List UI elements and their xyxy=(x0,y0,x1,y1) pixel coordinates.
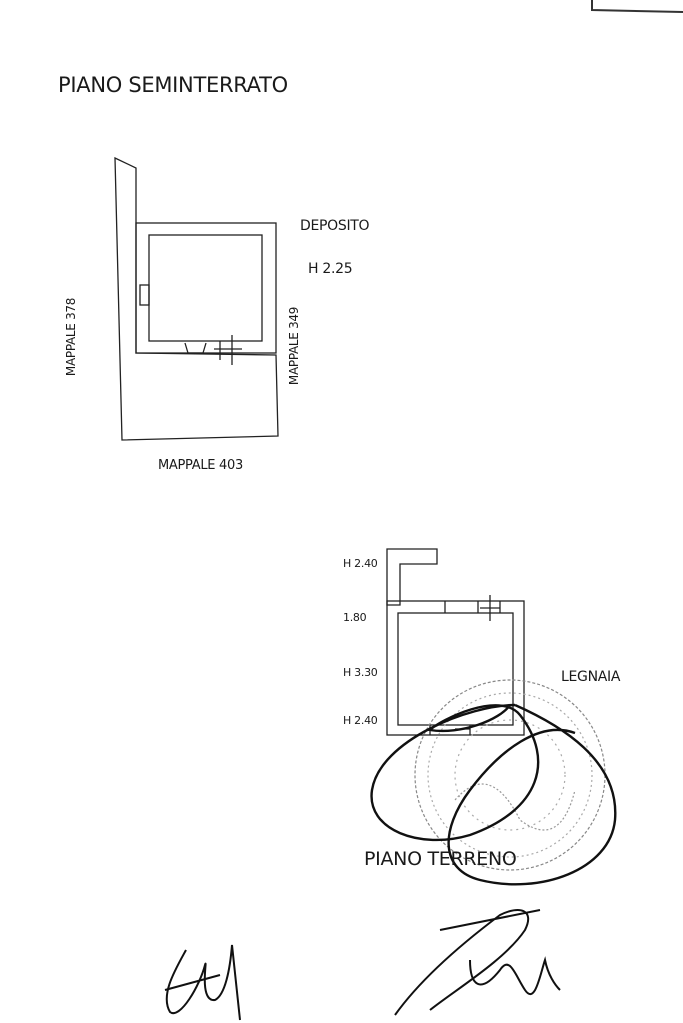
ground-inner-wall xyxy=(397,612,514,726)
parcel-label-bottom: MAPPALE 403 xyxy=(158,458,243,473)
basement-window xyxy=(139,284,150,306)
parcel-label-right: MAPPALE 349 xyxy=(287,306,302,386)
ground-height-4: H 2.40 xyxy=(343,714,378,727)
corner-frame-fragment xyxy=(591,0,683,13)
basement-door xyxy=(184,342,207,354)
handwritten-signatures xyxy=(164,909,561,1021)
room-label-deposito: DEPOSITO xyxy=(300,218,370,234)
ground-outer-wall xyxy=(386,600,525,736)
signature-right xyxy=(394,909,561,1016)
ground-top-openings xyxy=(444,595,501,621)
ground-height-3: H 3.30 xyxy=(343,666,378,679)
ground-title: PIANO TERRENO xyxy=(364,848,517,870)
signature-loops xyxy=(370,703,617,886)
basement-title: PIANO SEMINTERRATO xyxy=(58,73,288,97)
ground-height-2: 1.80 xyxy=(343,611,367,624)
ground-height-1: H 2.40 xyxy=(343,557,378,570)
basement-plan xyxy=(114,156,279,441)
basement-stair xyxy=(214,335,242,365)
basement-outer-wall xyxy=(135,222,277,354)
annex-label-legnaia: LEGNAIA xyxy=(561,669,621,685)
basement-site-outline xyxy=(114,156,279,441)
parcel-label-left: MAPPALE 378 xyxy=(64,297,79,377)
ground-plan xyxy=(386,548,525,736)
basement-height-label: H 2.25 xyxy=(308,261,353,277)
basement-inner-wall xyxy=(148,234,263,342)
ground-upper-annex xyxy=(386,548,438,606)
signature-left xyxy=(164,944,241,1021)
